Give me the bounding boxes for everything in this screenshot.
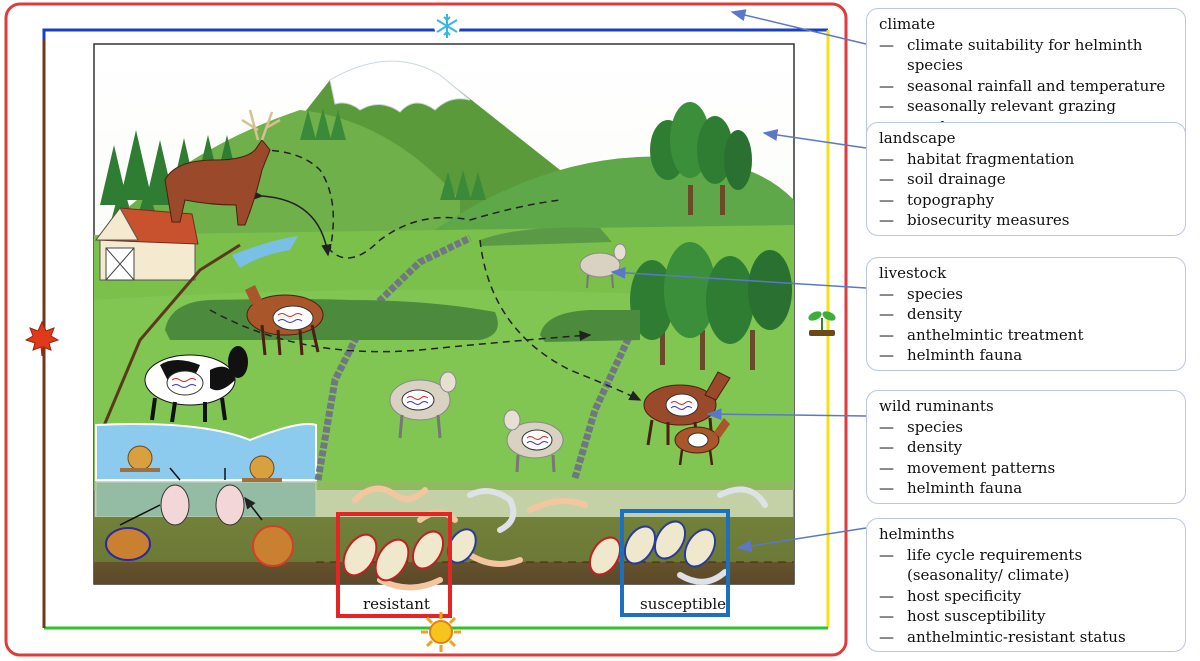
climate-title: climate [879, 15, 936, 33]
list-item: —habitat fragmentation [879, 149, 1075, 168]
red-deer-hind [643, 371, 731, 446]
wild-ruminants-box: wild ruminants —species —density —moveme… [866, 390, 1186, 504]
climate-list: —climate suitability for helminth specie… [879, 35, 1175, 138]
sheep-middle [389, 371, 457, 439]
arrow-landscape [762, 129, 867, 149]
sun-icon [421, 612, 461, 652]
arrow-helminths [736, 527, 867, 552]
hedge-3 [480, 227, 612, 246]
helminths-list: —life cycle requirements (seasonality/ c… [879, 545, 1175, 648]
list-item: —density [879, 438, 963, 456]
trees-right-upper [650, 102, 752, 215]
livestock-box: livestock —species —density —anthelminti… [866, 257, 1186, 371]
movement-path-1 [259, 149, 561, 259]
list-item: —soil drainage [879, 170, 1006, 188]
red-deer-stag [164, 109, 281, 226]
sheep-right [503, 409, 564, 473]
hedge-2 [540, 310, 640, 342]
list-item: —density [879, 305, 963, 323]
list-item: —species [879, 417, 963, 436]
roe-deer [245, 285, 324, 356]
season-frame-top [42, 28, 828, 40]
susceptible-label: susceptible [640, 595, 726, 613]
barn [95, 207, 199, 281]
list-item: —anthelmintic treatment [879, 325, 1084, 344]
list-item: —anthelmintic-resistant status [879, 627, 1126, 646]
livestock-title: livestock [879, 264, 947, 282]
movement-path-2 [209, 309, 592, 353]
list-item: —movement patterns [879, 458, 1056, 477]
snow-cap [329, 60, 471, 113]
climate-box: climate —climate suitability for helmint… [866, 8, 1186, 142]
resistant-box [336, 512, 452, 618]
resistant-label: resistant [363, 595, 430, 613]
landscape-title: landscape [879, 129, 956, 147]
fence [96, 243, 241, 441]
hedge-1 [165, 299, 498, 340]
movement-arrow-deer [251, 190, 332, 257]
list-item: —species [879, 284, 963, 303]
snail-right [242, 455, 282, 482]
list-item: —seasonal rainfall and temperature [879, 76, 1166, 95]
landscape-box: landscape —habitat fragmentation —soil d… [866, 122, 1186, 236]
livestock-list: —species —density —anthelmintic treatmen… [879, 284, 1175, 366]
list-item: —life cycle requirements (seasonality/ c… [879, 545, 1083, 585]
susceptible-box [620, 509, 730, 617]
cow [144, 346, 248, 423]
list-item: —host specificity [879, 586, 1022, 605]
maple-leaf-icon [24, 320, 60, 357]
red-deer-calf [674, 418, 730, 466]
arrow-livestock [610, 266, 867, 289]
list-item: —helminth fauna [879, 479, 1023, 497]
landscape-list: —habitat fragmentation —soil drainage —t… [879, 149, 1175, 231]
list-item: —biosecurity measures [879, 211, 1070, 229]
list-item: —topography [879, 190, 995, 209]
arrow-wild-ruminants [706, 408, 867, 421]
miracidia [105, 467, 294, 567]
helminths-title: helminths [879, 525, 955, 543]
sheep-top [579, 243, 627, 289]
snowflake-icon [434, 13, 460, 39]
snail-left [120, 445, 160, 472]
seedling-icon [808, 311, 836, 336]
arrow-climate [730, 9, 867, 45]
wild-ruminants-title: wild ruminants [879, 397, 994, 415]
movement-path-3 [479, 239, 642, 401]
outer-frame [4, 2, 848, 657]
list-item: —host susceptibility [879, 607, 1046, 625]
list-item: —helminth fauna [879, 346, 1023, 364]
forest-mountain [300, 108, 486, 200]
wild-ruminants-list: —species —density —movement patterns —he… [879, 417, 1175, 499]
helminths-box: helminths —life cycle requirements (seas… [866, 518, 1186, 652]
list-item: —climate suitability for helminth specie… [879, 35, 1143, 75]
